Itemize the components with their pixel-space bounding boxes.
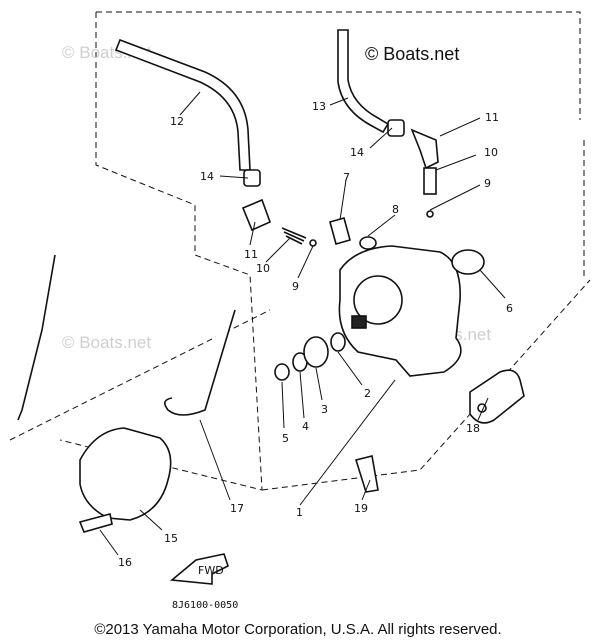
leader-lines xyxy=(99,91,506,556)
pump-shaft xyxy=(351,315,367,329)
callout-9-left: 9 xyxy=(292,280,299,293)
pump-cable-17 xyxy=(164,309,236,416)
watermark-mid-left: © Boats.net xyxy=(62,333,151,352)
gasket-18 xyxy=(469,369,525,424)
oil-seal-6 xyxy=(451,249,485,275)
callout-10-right: 10 xyxy=(484,146,498,159)
disc-3 xyxy=(303,336,329,368)
callout-7: 7 xyxy=(343,171,350,184)
callout-19: 19 xyxy=(354,502,368,515)
callout-15: 15 xyxy=(164,532,178,545)
callout-8: 8 xyxy=(392,203,399,216)
callout-1: 1 xyxy=(296,506,303,519)
callout-14-right: 14 xyxy=(350,146,364,159)
throttle-boundary xyxy=(9,309,271,441)
callout-11-left: 11 xyxy=(244,248,258,261)
nut-5 xyxy=(274,363,290,381)
callout-16: 16 xyxy=(118,556,132,569)
callout-6: 6 xyxy=(506,302,513,315)
spring-10-right xyxy=(423,167,437,195)
drawing-code: 8J6100-0050 xyxy=(172,600,238,611)
ball-9-left xyxy=(309,239,317,247)
screw-7 xyxy=(329,217,351,245)
fitting-11-left xyxy=(241,198,272,232)
ball-9-right xyxy=(426,210,434,218)
callout-4: 4 xyxy=(302,420,309,433)
callout-13: 13 xyxy=(312,100,326,113)
bolt-19 xyxy=(354,455,379,493)
fwd-arrow-icon xyxy=(170,553,229,585)
callout-9-right: 9 xyxy=(484,177,491,190)
callout-2: 2 xyxy=(364,387,371,400)
spring-10-left xyxy=(281,227,307,245)
joint-14-right xyxy=(387,119,405,137)
callout-11-right: 11 xyxy=(485,111,499,124)
assembly-boundary xyxy=(59,11,591,491)
callout-10-left: 10 xyxy=(256,262,270,275)
copyright-notice: ©2013 Yamaha Motor Corporation, U.S.A. A… xyxy=(94,621,502,638)
exploded-parts-diagram: © Boats.net © Boats.net © Boats.net © Bo… xyxy=(9,11,591,611)
callout-18: 18 xyxy=(466,422,480,435)
fwd-label: FWD xyxy=(198,564,224,577)
callout-3: 3 xyxy=(321,403,328,416)
throttle-cable xyxy=(17,254,56,421)
washer-8 xyxy=(359,236,377,250)
washer-2 xyxy=(330,332,346,352)
bolt-16 xyxy=(78,513,113,533)
callout-12: 12 xyxy=(170,115,184,128)
callout-5: 5 xyxy=(282,432,289,445)
callout-14-left: 14 xyxy=(200,170,214,183)
pump-housing-ring xyxy=(353,275,403,325)
fitting-11-right xyxy=(410,128,439,170)
callout-17: 17 xyxy=(230,502,244,515)
hose-12 xyxy=(114,38,251,171)
pump-cover-15 xyxy=(79,427,172,521)
brand-watermark: © Boats.net xyxy=(365,44,459,64)
